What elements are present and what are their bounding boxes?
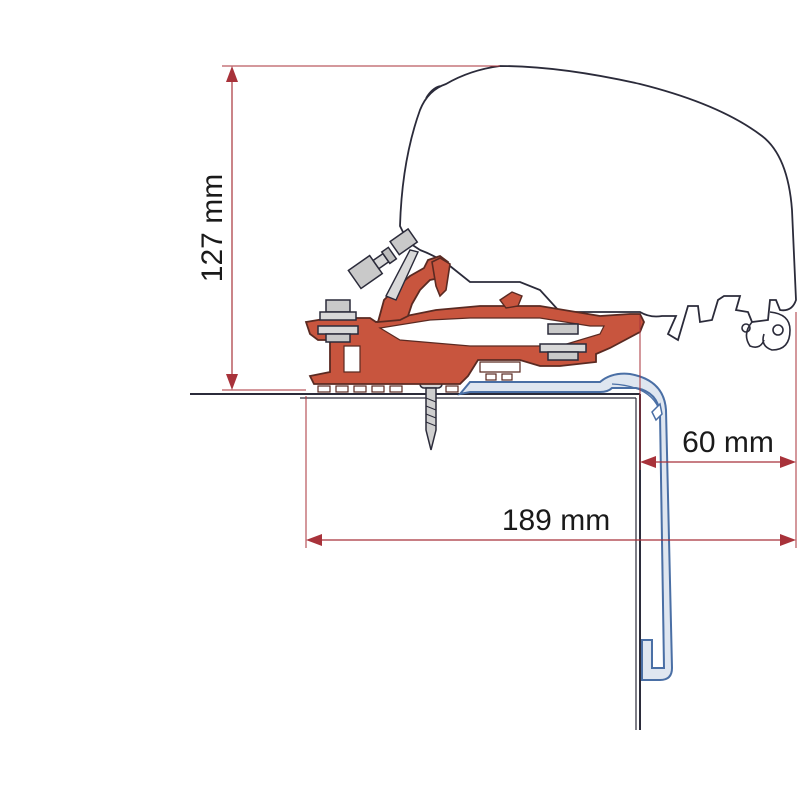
height-dimension [222, 65, 500, 391]
bracket-tab [498, 291, 523, 309]
height-dimension-label: 127 mm [196, 174, 229, 282]
bolt-upper [347, 246, 398, 290]
width-dimension [305, 396, 796, 548]
width-dimension-label: 189 mm [502, 504, 610, 537]
awning-cassette [399, 65, 797, 342]
depth-dimension-label: 60 mm [682, 426, 774, 459]
bolt-right [539, 323, 587, 361]
van-rail-profile [457, 372, 674, 681]
bolt-left [317, 299, 359, 343]
bracket-foot-ribs [317, 373, 513, 393]
van-rail-clip [651, 402, 663, 422]
cassette-end-detail [741, 311, 791, 351]
bracket-hook [431, 257, 451, 298]
mounting-screw [419, 377, 443, 451]
awning-cassette-curve [425, 85, 441, 99]
van-rail-inner-line [611, 383, 665, 661]
depth-dimension [639, 312, 797, 548]
bracket-rail [385, 249, 419, 301]
bolt-top [389, 227, 419, 256]
